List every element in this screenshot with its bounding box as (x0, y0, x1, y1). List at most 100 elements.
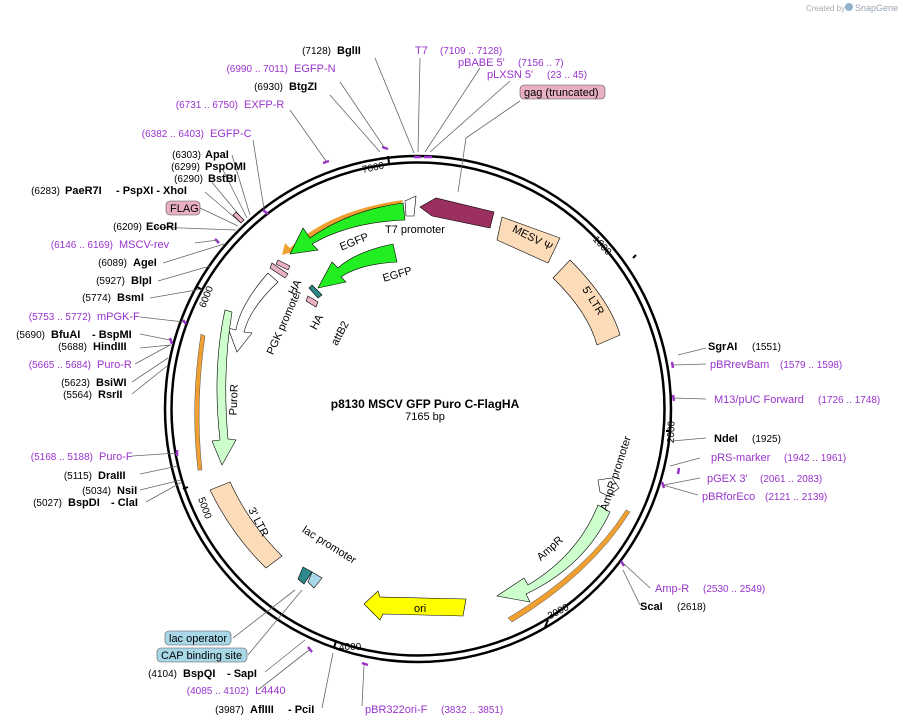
primer-m13-puc-forward: M13/pUC Forward (714, 394, 804, 406)
plasmid-length: 7165 bp (405, 411, 445, 423)
egfp-inner-feature (317, 243, 398, 289)
primer-mscv-rev: MSCV-rev (119, 239, 170, 251)
enzyme-pos-bsmi: (5774) (82, 293, 111, 304)
ampr-label: AmpR (535, 534, 566, 563)
enzyme-pos-rsrii: (5564) (63, 390, 92, 401)
primer-egfp-n: EGFP-N (294, 63, 336, 75)
ampr-promoter-feature (597, 477, 620, 497)
primer-pos-mpgk-f: (5753 .. 5772) (29, 312, 91, 323)
lac-operator-box (164, 630, 232, 646)
ltr5-feature (552, 259, 621, 346)
enzyme-clai: - ClaI (111, 497, 138, 509)
enzyme-afliii: AflIII (250, 704, 274, 716)
ampr-orf (507, 509, 631, 623)
attb2-feature (308, 284, 323, 299)
backbone-inner-ring (170, 161, 666, 657)
enzyme-pos-bsiwi: (5623) (61, 378, 90, 389)
gag-box (519, 84, 606, 100)
enzyme-pos-bstbi: (6290) (174, 174, 203, 185)
cap-box (156, 647, 248, 663)
enzyme-bglii: BglII (337, 45, 361, 57)
tick-label-2000: 2000 (666, 420, 678, 443)
primer-exfp-r: EXFP-R (244, 99, 284, 111)
primer-pos-m13-puc-forward: (1726 .. 1748) (818, 395, 880, 406)
enzyme-blpi: BlpI (131, 275, 152, 287)
t7-promoter-label: T7 promoter (385, 224, 445, 236)
egfp-outer-feature (289, 202, 406, 255)
enzyme-nsii: NsiI (117, 485, 137, 497)
gag-feature (419, 197, 495, 229)
gag-box-label: gag (truncated) (524, 87, 599, 99)
enzyme-bspdi: BspDI (68, 497, 100, 509)
primer-pos-puro-r: (5665 .. 5684) (29, 360, 91, 371)
enzyme-sgrai: SgrAI (708, 341, 737, 353)
ori-label: ori (414, 603, 426, 615)
enzyme-pos-ecori: (6209) (113, 222, 142, 233)
enzyme-pos-bglii: (7128) (302, 46, 331, 57)
enzyme-bsmi: BsmI (117, 292, 144, 304)
enzyme-ecori: EcoRI (146, 221, 177, 233)
enzyme-pos-agei: (6089) (98, 258, 127, 269)
enzyme-draiii: DraIII (98, 470, 126, 482)
primer-pos-pgex3: (2061 .. 2083) (760, 474, 822, 485)
tick-label-4000: 4000 (339, 642, 362, 653)
ltr3-feature (209, 481, 283, 569)
primer-l4440: L4440 (255, 685, 286, 697)
primer-pos-egfp-n: (6990 .. 7011) (226, 64, 288, 75)
tick-label-7000: 7000 (361, 160, 385, 175)
primer-prs-marker: pRS-marker (711, 452, 771, 464)
flag-feature (232, 211, 245, 224)
puror-label: PuroR (228, 384, 241, 416)
plasmid-name: p8130 MSCV GFP Puro C-FlagHA (331, 397, 520, 411)
enzyme-pos-pspomi: (6299) (171, 162, 200, 173)
primer-pos-pbr322ori-f: (3832 .. 3851) (441, 705, 503, 716)
ampr-feature (496, 504, 611, 603)
ha-feature-1b (275, 259, 291, 271)
primer-pbr322ori-f: pBR322ori-F (365, 704, 428, 716)
lac-operator-box-label: lac operator (169, 633, 227, 645)
primer-pbabe5: pBABE 5' (458, 57, 505, 69)
attb2-label: attB2 (329, 319, 352, 347)
enzyme-bfuai: BfuAI (51, 329, 80, 341)
enzyme-pos-nsii: (5034) (82, 486, 111, 497)
enzyme-apai: ApaI (205, 149, 229, 161)
enzyme-bstbi: BstBI (208, 173, 237, 185)
enzyme-bspqi: BspQI (183, 668, 215, 680)
primer-plxsn5: pLXSN 5' (487, 69, 533, 81)
enzyme-pos-hindiii: (5688) (58, 342, 87, 353)
primer-pos-pbrrevbam: (1579 .. 1598) (780, 360, 842, 371)
enzyme-pos-btgzi: (6930) (254, 82, 283, 93)
enzyme-pos-ndei: (1925) (752, 434, 781, 445)
puror-feature (211, 309, 237, 466)
enzyme-agei: AgeI (133, 257, 157, 269)
cap-site-feature (307, 571, 323, 589)
enzyme-pos-scai: (2618) (677, 602, 706, 613)
enzyme-sapi: - SapI (227, 668, 257, 680)
cap-box-label: CAP binding site (161, 650, 242, 662)
enzyme-pos-bspdi: (5027) (33, 498, 62, 509)
enzyme-bsiwi: BsiWI (96, 377, 127, 389)
primer-pbrrevbam: pBRrevBam (710, 359, 769, 371)
egfp-outer-label: EGFP (338, 231, 370, 253)
enzyme-scai: ScaI (640, 601, 663, 613)
ha-feature-1 (269, 262, 289, 279)
ampr-promoter-label: AmpR promoter (598, 435, 634, 513)
egfp-inner-label: EGFP (381, 265, 413, 285)
enzyme-pspomi: PspOMI (205, 161, 246, 173)
ha-feature-2 (305, 295, 319, 308)
primer-pos-l4440: (4085 .. 4102) (187, 686, 249, 697)
enzyme-pos-blpi: (5927) (96, 276, 125, 287)
primer-pos-pbrforeco: (2121 .. 2139) (765, 492, 827, 503)
primer-pos-prs-marker: (1942 .. 1961) (784, 453, 846, 464)
t7-promoter-feature (404, 195, 417, 217)
mesv-psi-feature (496, 216, 561, 264)
pgk-promoter-feature (227, 272, 279, 353)
primer-pos-amp-r: (2530 .. 2549) (703, 584, 765, 595)
pgk-promoter-label: PGK promoter (265, 287, 305, 356)
enzyme-pos-afliii: (3987) (215, 705, 244, 716)
enzyme-hindiii: HindIII (93, 341, 127, 353)
primer-pos-pbabe5: (7156 .. 7) (518, 58, 564, 69)
enzyme-ndei: NdeI (714, 433, 738, 445)
enzyme-bspmi: - BspMI (92, 329, 132, 341)
